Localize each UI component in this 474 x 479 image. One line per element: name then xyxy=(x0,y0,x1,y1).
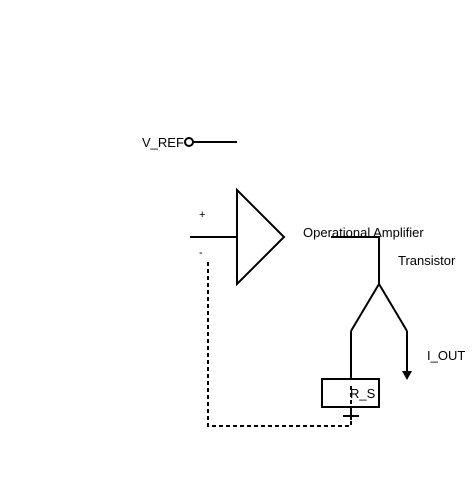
vref-label: V_REF xyxy=(142,135,184,150)
minus-sign: - xyxy=(199,247,203,259)
iout-arrow-icon xyxy=(402,371,412,380)
opamp-output-wire xyxy=(331,236,380,284)
opamp-symbol xyxy=(236,187,286,287)
rs-label: R_S xyxy=(350,386,376,401)
opamp-label: Operational Amplifier xyxy=(303,225,424,240)
transistor-left-leg xyxy=(350,283,380,332)
iout-label: I_OUT xyxy=(427,348,465,363)
vref-terminal xyxy=(184,137,194,147)
transistor-label: Transistor xyxy=(398,253,456,268)
feedback-path xyxy=(207,262,352,427)
plus-sign: + xyxy=(199,209,205,221)
transistor-right-leg xyxy=(378,283,408,332)
